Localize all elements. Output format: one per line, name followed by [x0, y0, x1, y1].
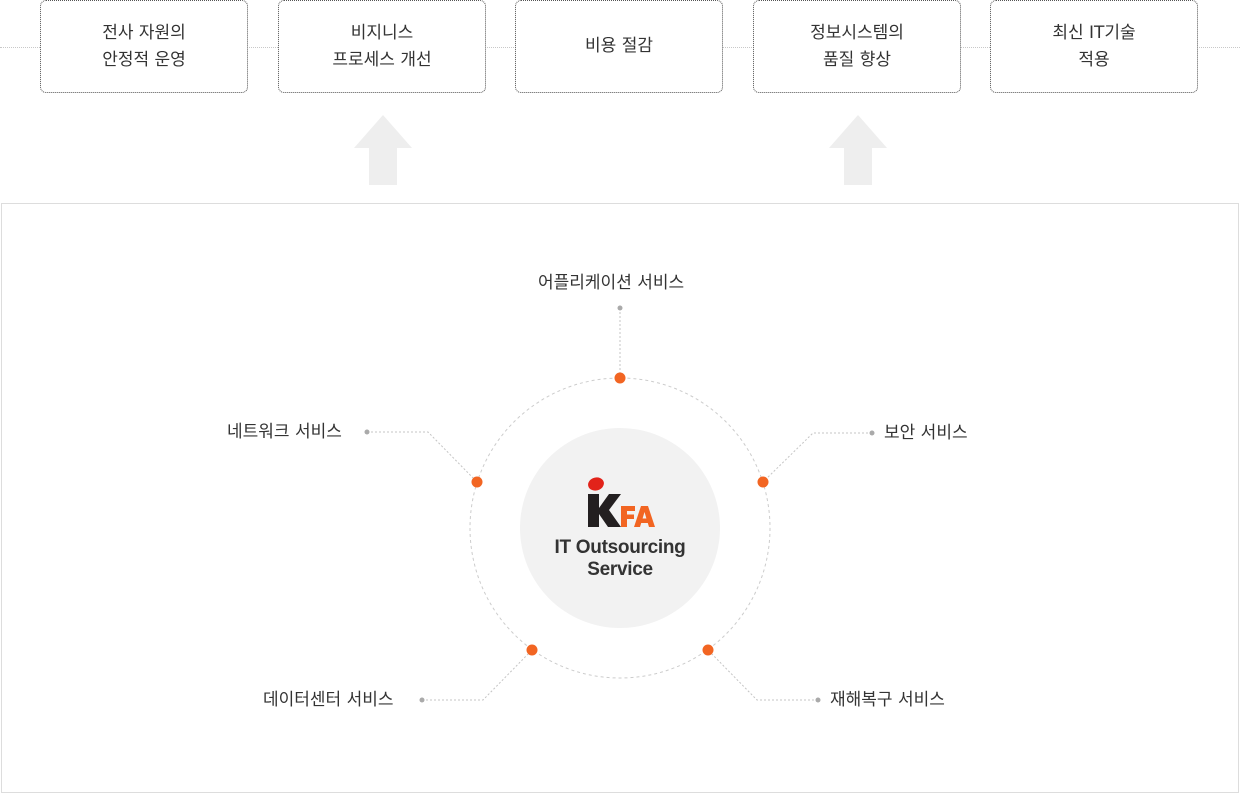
- benefit-label: 전사 자원의 안정적 운영: [102, 22, 186, 70]
- service-label-application: 어플리케이션 서비스: [538, 273, 685, 293]
- ring-node-application: [614, 372, 626, 384]
- benefit-box-business-process: 비지니스 프로세스 개선: [278, 0, 486, 93]
- up-arrow-icon: [354, 115, 412, 185]
- up-arrow-icon: [829, 115, 887, 185]
- leader-datacenter: [422, 649, 533, 701]
- leader-security: [762, 432, 872, 483]
- service-label-datacenter: 데이터센터 서비스: [263, 690, 394, 710]
- benefit-label: 최신 IT기술 적용: [1052, 22, 1136, 70]
- center-title: IT Outsourcing Service: [520, 537, 720, 581]
- ring-node-network: [471, 476, 483, 488]
- ring-node-disaster-recovery: [702, 644, 714, 656]
- endpoint-dot-disaster-recovery: [815, 697, 821, 703]
- benefit-label: 비지니스 프로세스 개선: [332, 22, 432, 70]
- endpoint-dot-network: [364, 429, 370, 435]
- benefit-box-latest-technology: 최신 IT기술 적용: [990, 0, 1198, 93]
- benefit-label: 정보시스템의 품질 향상: [810, 22, 904, 70]
- benefit-box-stable-operation: 전사 자원의 안정적 운영: [40, 0, 248, 93]
- endpoint-dot-application: [617, 305, 623, 311]
- service-label-security: 보안 서비스: [884, 423, 968, 443]
- center-hub: [520, 428, 720, 628]
- benefit-box-cost-reduction: 비용 절감: [515, 0, 723, 93]
- kfa-logo: [588, 477, 655, 527]
- ring-node-datacenter: [526, 644, 538, 656]
- endpoint-dot-datacenter: [419, 697, 425, 703]
- service-label-network: 네트워크 서비스: [227, 422, 342, 442]
- benefit-box-quality-improvement: 정보시스템의 품질 향상: [753, 0, 961, 93]
- leader-disaster-recovery: [707, 649, 818, 701]
- service-label-disaster-recovery: 재해복구 서비스: [830, 690, 945, 710]
- endpoint-dot-security: [869, 430, 875, 436]
- leader-network: [367, 431, 478, 483]
- center-title-text: IT Outsourcing Service: [554, 537, 686, 580]
- orbit-ring: [469, 377, 771, 679]
- benefit-label: 비용 절감: [585, 36, 653, 56]
- ring-node-security: [757, 476, 769, 488]
